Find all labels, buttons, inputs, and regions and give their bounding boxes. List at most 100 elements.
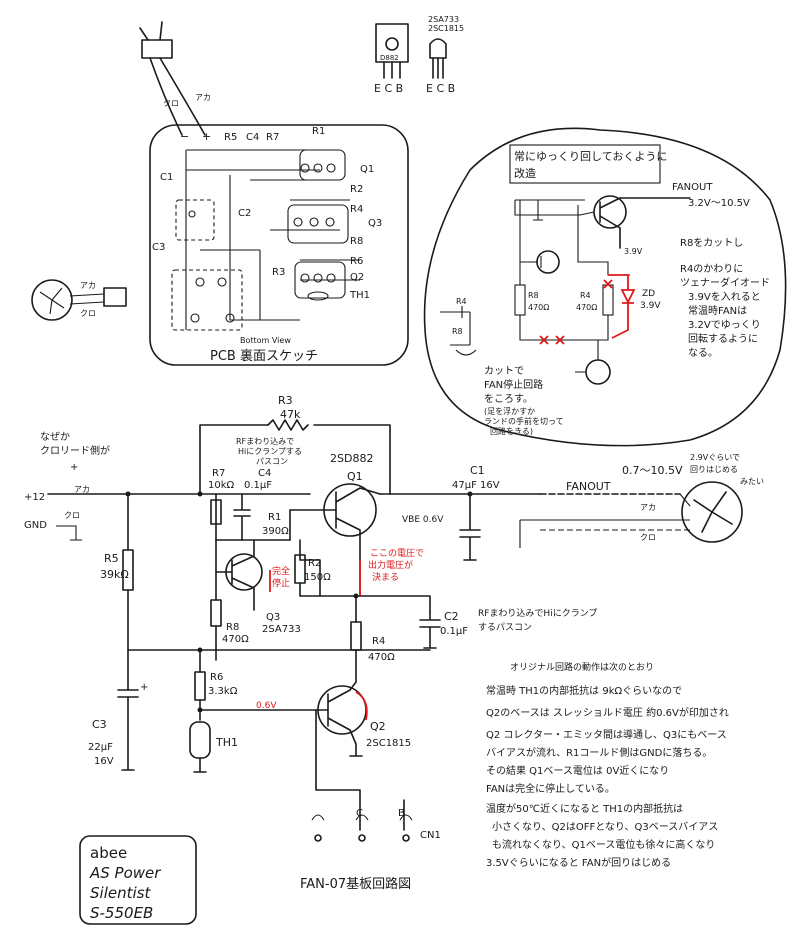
explanation-line: 温度が50℃近くになると TH1の内部抵抗は [486, 802, 683, 815]
r2-value: 150Ω [304, 572, 331, 583]
explanation-line: Q2のベースは スレッショルド電圧 約0.6Vが印加され [486, 706, 729, 719]
pcb-label-c3: C3 [152, 242, 165, 253]
pcb-label-r3: R3 [272, 267, 285, 278]
pin-b-label: B [398, 808, 405, 819]
mod-note-6: 3.2Vでゆっくり [688, 319, 761, 331]
explanation-line: 小さくなり、Q2はOFFとなり、Q3ベースバイアス [492, 821, 718, 833]
schematic-caption: FAN-07基板回路図 [300, 876, 411, 892]
mod-small-r4: R4 [456, 297, 467, 306]
pcb-outline [149, 124, 409, 366]
explanation-line: Q2 コレクター・エミッタ間は導通し、Q3にもベース [486, 728, 727, 741]
modification-bubble: 常にゆっくり回しておくように 改造 FANOUT 3.2V〜10.5V 3.9V… [423, 127, 787, 447]
pcb-label-q1: Q1 [360, 164, 374, 175]
brand-line-2: AS Power [89, 864, 161, 882]
fan-black-label: クロ [640, 533, 656, 542]
mod-cut-4: (足を浮かすか [484, 406, 535, 416]
r1-value: 390Ω [262, 526, 289, 537]
why-note-2: クロリード側が [40, 444, 110, 457]
c4-label: C4 [258, 468, 271, 479]
gnd-label: GND [24, 520, 47, 531]
pcb-label-c1: C1 [160, 172, 173, 183]
fan-small-red-label: アカ [80, 281, 96, 290]
rf-note2-1: RFまわり込みでHiにクランプ [478, 608, 597, 619]
fan-small-black-label: クロ [80, 309, 96, 318]
d882-body-label: D882 [380, 54, 399, 62]
red-note-a1: ここの電圧で [370, 548, 424, 559]
resistor-r4 [350, 621, 362, 651]
r8-label: R8 [226, 622, 239, 633]
vbe-label: VBE 0.6V [402, 515, 444, 525]
pcb-label-c2: C2 [238, 208, 251, 219]
red-note-a3: 決まる [372, 571, 399, 583]
explanation-line: その結果 Q1ベース電位は 0V近くになり [486, 764, 669, 777]
rf-note-1: RFまわり込みで [236, 437, 294, 446]
resistor-r8 [210, 599, 222, 627]
mod-cut-6: 回路をきる) [490, 426, 533, 436]
why-note-3: + [70, 462, 78, 473]
fan-icon [681, 481, 743, 543]
explanation-line: 3.5Vぐらいになると FANが回りはじめる [486, 856, 671, 869]
capacitor-c4 [233, 493, 251, 541]
mod-note-2: R4のかわりに [680, 263, 743, 275]
fan-sketch-small: アカ クロ [31, 279, 127, 321]
v06-label: 0.6V [256, 701, 277, 711]
explanation-line: FANは完全に停止している。 [486, 782, 615, 795]
explanation-line: も流れなくなり、Q1ベース電位も徐々に高くなり [492, 838, 715, 851]
pcb-label-r6: R6 [350, 256, 363, 267]
c3-value-2: 16V [94, 756, 114, 767]
pcb-wire-label-black: クロ [163, 99, 179, 108]
c3-value-1: 22μF [88, 742, 113, 753]
pcb-label-r7: R7 [266, 132, 279, 143]
mod-r4-value: 470Ω [576, 303, 597, 312]
c3-label: C3 [92, 718, 107, 731]
pcb-sketch: クロ アカ − + R5 C4 R7 R1 C1 Q1 R2 R4 Q3 C2 … [139, 21, 409, 366]
c2-value: 0.1μF [440, 626, 468, 637]
mod-r4-label: R4 [580, 291, 591, 300]
pcb-label-c4: C4 [246, 132, 259, 143]
c2-label: C2 [444, 610, 459, 623]
pcb-bottom-view: Bottom View [240, 336, 291, 345]
th1-label: TH1 [215, 736, 238, 749]
pcb-label-r4: R4 [350, 204, 363, 215]
d882-pin-label: E C B [374, 82, 403, 95]
brand-line-1: abee [90, 844, 127, 862]
r7-label: R7 [212, 468, 225, 479]
c1-value: 47μF 16V [452, 480, 500, 491]
pcb-label-q2: Q2 [350, 272, 364, 283]
why-note-1: なぜか [40, 431, 70, 443]
mod-fanout-range: 3.2V〜10.5V [688, 198, 750, 209]
r3-label: R3 [278, 394, 293, 407]
spin-note-2: 回りはじめる [690, 465, 738, 474]
main-schematic: なぜか クロリード側が + +12 アカ GND クロ R3 47k RFまわり… [24, 394, 764, 892]
plus12-wire-label: アカ [74, 485, 90, 494]
brand-box: abee AS Power Silentist S-550EB [79, 835, 197, 925]
mod-fanout: FANOUT [672, 182, 713, 193]
mod-v39: 3.9V [624, 247, 643, 256]
pcb-label-th1: TH1 [349, 290, 370, 301]
red-note-a2: 出力電圧が [368, 559, 413, 571]
q1-label: Q1 [347, 470, 363, 483]
resistor-r3 [267, 419, 309, 431]
small-transistor-type-2: 2SC1815 [428, 24, 464, 33]
mod-note-5: 常温時FANは [688, 304, 747, 317]
mod-title-1: 常にゆっくり回しておくように [514, 150, 667, 163]
fanout-label: FANOUT [566, 480, 611, 493]
r7-value: 10kΩ [208, 480, 235, 491]
resistor-r6 [194, 671, 206, 701]
plus12-label: +12 [24, 492, 45, 503]
pcb-label-q3: Q3 [368, 218, 382, 229]
mod-cut-2: FAN停止回路 [484, 378, 543, 391]
d882-package-sketch: D882 E C B [374, 23, 409, 95]
small-transistor-pin-label: E C B [426, 82, 455, 95]
r6-label: R6 [210, 672, 223, 683]
pcb-label-r5: R5 [224, 132, 237, 143]
resistor-r7 [210, 499, 222, 525]
c4-value: 0.1μF [244, 480, 272, 491]
pcb-label-r1: R1 [312, 126, 325, 137]
mod-note-7: 回転するように [688, 333, 758, 345]
r2-label: R2 [308, 558, 321, 569]
q2-type: 2SC1815 [366, 738, 411, 749]
q3-type: 2SA733 [262, 624, 301, 635]
mod-zd-label: ZD [642, 289, 655, 299]
mod-note-4: 3.9Vを入れると [688, 291, 761, 303]
